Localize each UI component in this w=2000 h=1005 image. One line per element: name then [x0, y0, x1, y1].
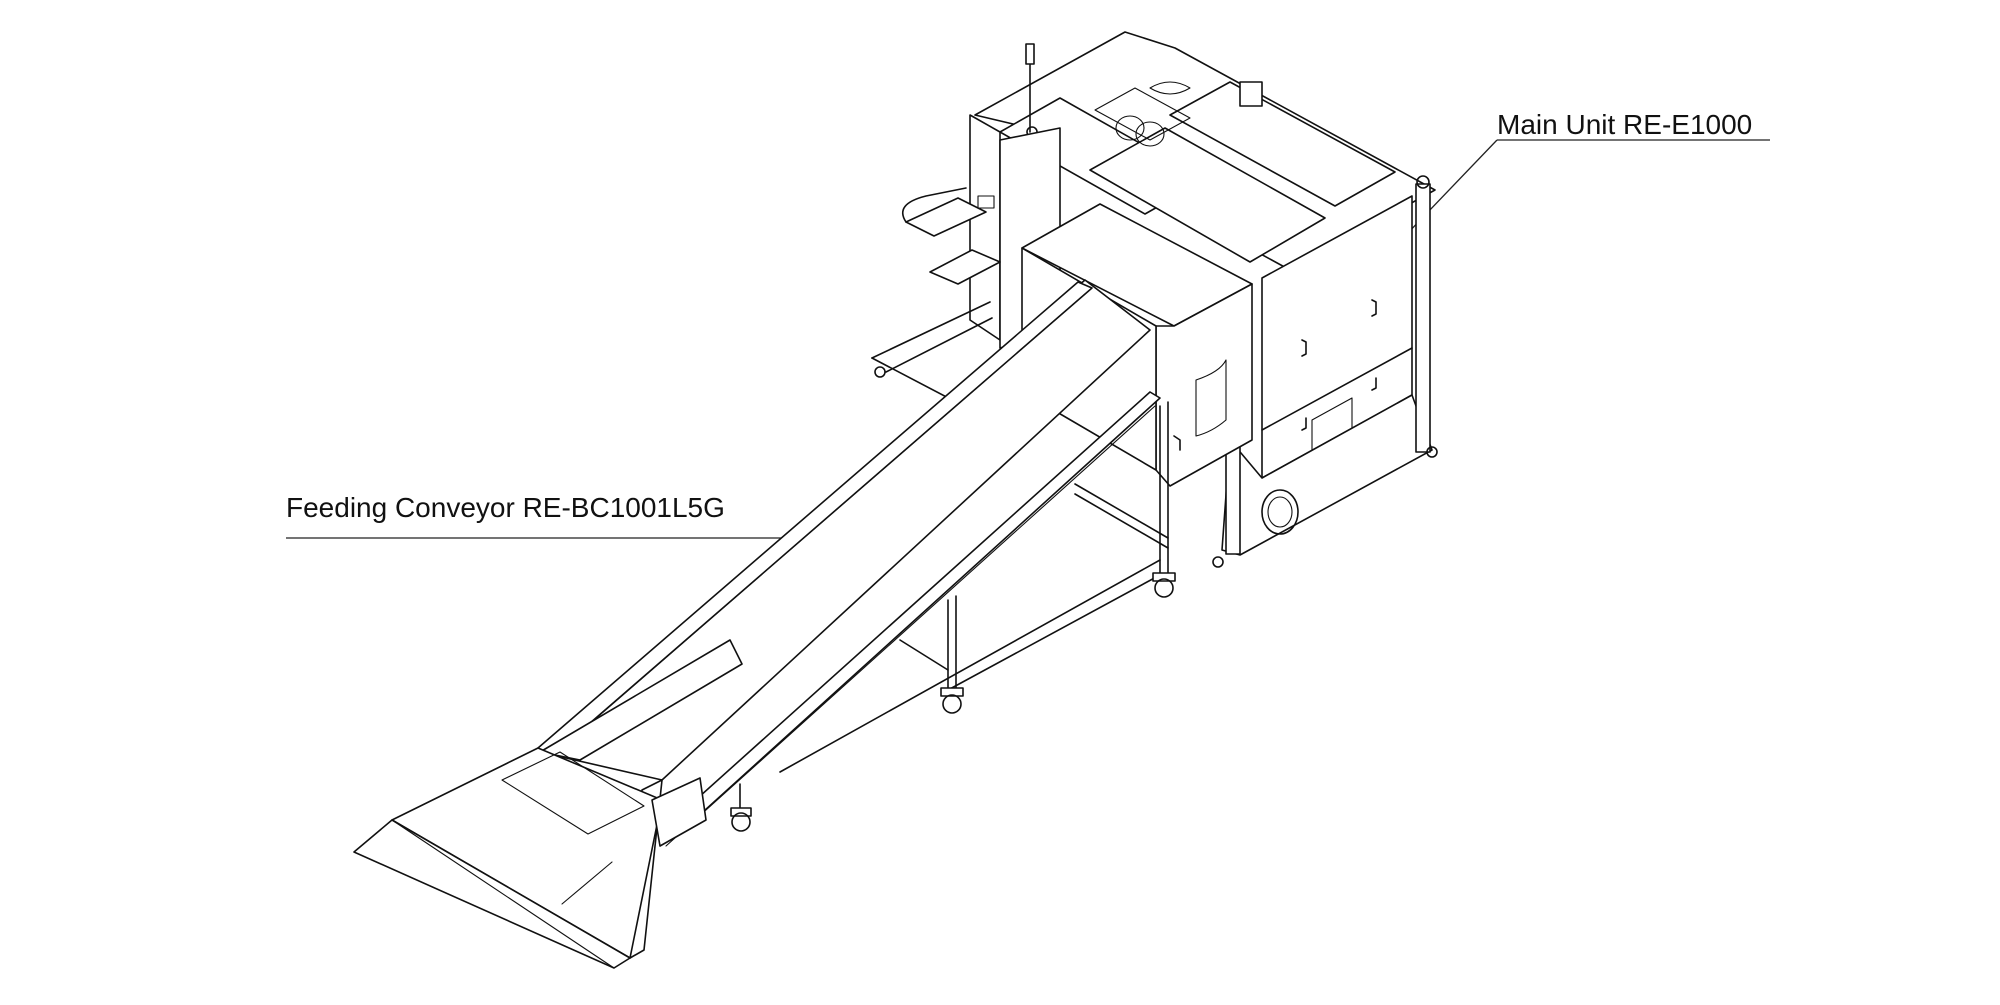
hopper-round-2 — [1135, 121, 1165, 147]
main-unit-base-rail-1 — [871, 301, 991, 359]
support-brace-5 — [1074, 483, 1169, 539]
panel-handle-2 — [1301, 339, 1307, 357]
infeed-hopper-lip — [353, 819, 631, 969]
conveyor-left-rail-inner — [547, 293, 1086, 761]
caster-back — [1152, 572, 1176, 598]
main-unit-label: Main Unit RE-E1000 — [1497, 109, 1753, 140]
conveyor-head-inner-chute — [1195, 359, 1227, 437]
support-brace-4 — [1074, 493, 1169, 549]
tail-roller-housing — [651, 777, 707, 847]
panel-handle-4 — [1301, 417, 1307, 431]
conveyor-right-rail-inner — [665, 405, 1156, 847]
side-tray-rail — [901, 187, 967, 223]
feeding-conveyor-label: Feeding Conveyor RE-BC1001L5G — [286, 492, 725, 523]
infeed-hopper-plate — [501, 751, 645, 835]
main-unit-panel-divider — [1261, 347, 1413, 431]
caster-tail — [730, 807, 752, 832]
main-unit-foot-1 — [1212, 556, 1224, 568]
main-unit-lifting-eye-right — [1416, 175, 1430, 189]
main-unit-motor-box — [1239, 81, 1263, 107]
main-unit — [871, 31, 1438, 568]
side-tray-lower — [929, 249, 1001, 285]
main-unit-antenna-tip — [1025, 43, 1035, 65]
side-tray-upper — [905, 197, 987, 237]
panel-handle-3 — [1371, 377, 1377, 391]
main-unit-foot-2 — [1426, 446, 1438, 458]
infeed-left-wall — [539, 639, 743, 761]
hopper-round-1 — [1115, 115, 1145, 141]
panel-handle-1 — [1371, 299, 1377, 317]
main-unit-discharge-port-inner — [1267, 496, 1293, 528]
feeding-conveyor — [353, 279, 1176, 969]
main-unit-indicator — [977, 195, 995, 209]
infeed-hopper-seam — [561, 861, 613, 905]
support-brace-1 — [947, 574, 1161, 691]
support-brace-3 — [899, 639, 949, 671]
main-unit-base-rail-3 — [885, 317, 993, 373]
main-unit-foot-left — [874, 366, 886, 378]
caster-front — [940, 687, 964, 714]
hopper-chute-left — [1094, 87, 1191, 141]
main-unit-lower-body — [1221, 394, 1433, 556]
hopper-top-ring — [1149, 81, 1191, 95]
main-unit-corner-post-right — [1415, 183, 1431, 453]
infeed-hopper-fold — [391, 819, 615, 969]
main-unit-discharge-port — [1261, 489, 1299, 535]
main-unit-top-panel-right — [1169, 81, 1396, 207]
conveyor-head-handle — [1173, 435, 1181, 451]
support-brace-2 — [779, 559, 1161, 773]
main-unit-back-column — [969, 114, 1001, 341]
